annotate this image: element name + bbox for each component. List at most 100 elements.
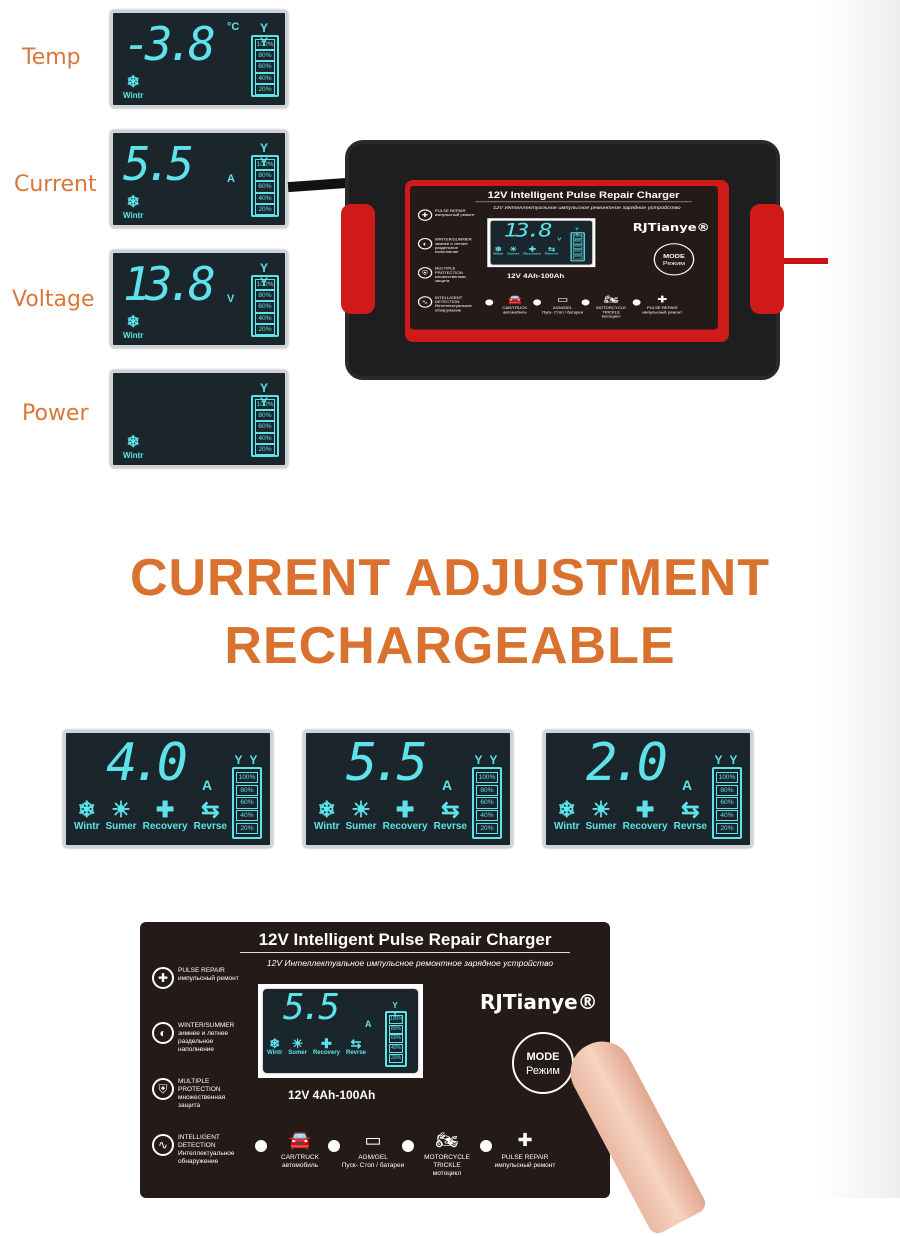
battery-level-segment: 20% [389,1053,403,1063]
shield-icon: ⛨ [152,1078,174,1100]
shield-plus-icon: ✚ [321,1036,332,1051]
mode-indicator: ✚Recovery [142,799,188,833]
lcd-unit: A [682,777,693,793]
feature-label-en: WINTER/SUMMER [434,238,472,242]
feature-label-ru: зимнее и летнее раздельное наполнение [434,242,468,255]
battery-level-segment: 40% [236,810,258,822]
battery-mode-ru: мотоцикл [601,315,621,319]
mode-indicator: ☀Sumer [585,797,616,833]
sun-icon: ☀ [591,797,611,822]
battery-level-segment: 20% [255,443,275,456]
mode-label: Sumer [507,252,520,256]
background-gradient [820,0,900,1198]
mode-label: Recovery [142,821,188,832]
battery-level-segment: 80% [255,170,275,182]
battery-level-segment: 100% [573,234,583,240]
panel-subtitle: 12V Интеллектуальное импульсное ремонтно… [493,204,681,210]
battery-level-segment: 80% [255,410,275,422]
battery-level-segment: 100% [476,771,498,783]
battery-mode-ru: мотоцикл [432,1170,462,1178]
snowflake-icon: ❄ [126,74,140,91]
battery-icon: ▭ [364,1130,382,1150]
clamp-cable [778,258,828,264]
battery-level-segment: 100% [389,1015,403,1025]
battery-level-segment: 100% [255,399,275,411]
battery-level-segment: 100% [255,39,275,51]
half-circle-icon: ◐ [152,1022,174,1044]
mode-button-label-ru: Режим [662,260,686,267]
battery-level-segment: 40% [716,810,738,822]
feature-label-en: INTELLIGENT DETECTION [434,296,463,305]
mode-button-label: MODE [663,253,685,260]
battery-level-segment: 60% [716,797,738,809]
headline-line-1: CURRENT ADJUSTMENT [129,549,771,607]
battery-terminals: Y Y [259,381,270,409]
battery-level-segment: 80% [236,784,258,796]
mode-indicator: ❄Wintr [267,1037,282,1056]
mode-label: Recovery [523,252,541,256]
battery-level-segment: 100% [236,771,258,783]
sun-icon: ☀ [509,245,518,254]
battery-mode-ru: автомобиль [281,1162,319,1170]
lcd-unit: V [227,293,235,305]
battery-level-segment: 40% [255,192,275,204]
battery-level-segment: 20% [716,822,738,835]
mode-indicator: ☀Sumer [345,797,377,833]
mode-indicator: ✚Recovery [623,799,668,833]
battery-terminals: Y Y [474,753,500,767]
battery-level-segment: 80% [573,239,583,245]
battery-level-segment: 100% [255,279,275,291]
mode-label: Recovery [382,821,428,832]
reverse-arrows-icon: ⇆ [547,245,556,254]
mode-indicator: ⇆Revrse [346,1037,366,1056]
mode-label: Sumer [345,821,377,832]
battery-level-segment: 60% [255,421,275,433]
shield-plus-icon: ✚ [517,1130,533,1150]
device-bumper-right [750,204,784,314]
mode-label: Recovery [312,1050,340,1056]
lcd-reading: 13.8 [123,257,216,311]
mode-indicator-led [480,1140,492,1152]
mode-indicator-led [632,299,641,306]
battery-level-segment: 60% [476,797,498,809]
battery-mode-en: AGM/GEL [552,306,573,311]
sun-icon: ☀ [351,797,371,822]
battery-mode-ru: импульсный ремонт [642,310,683,315]
battery-mode-ru: импульсный ремонт [494,1162,556,1170]
battery-level-segment: 100% [255,159,275,171]
battery-level-segment: 60% [236,797,258,809]
feature-label-ru: Интеллектуальное обнаружение [178,1150,235,1166]
pulse-wave-icon: ∿ [417,296,433,308]
feature-label-en: INTELLIGENT DETECTION [178,1134,220,1150]
feature-label-en: MULTIPLE PROTECTION [434,267,463,275]
device-bumper-left [341,204,375,314]
mode-indicator: ⇆Revrse [674,799,707,833]
feature-label-en: PULSE REPAIR [178,967,225,974]
panel-title: 12V Intelligent Pulse Repair Charger [475,190,692,203]
mode-indicator: ✚Recovery [382,799,428,833]
battery-level-segment: 20% [255,323,275,336]
lcd-unit: °C [227,21,240,33]
battery-mode-en: CAR/TRUCK [502,306,528,311]
